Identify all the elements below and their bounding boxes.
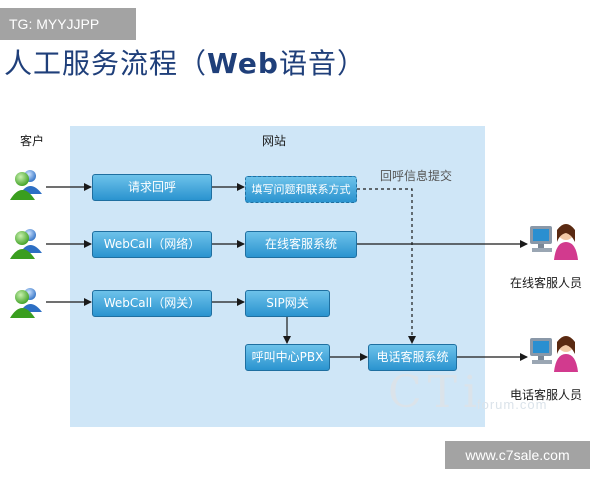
title-suffix: 语音）	[278, 47, 366, 80]
webcall-gateway-box: WebCall（网关）	[92, 290, 212, 317]
customer-icon-1	[10, 170, 42, 200]
callcenter-pbx-box: 呼叫中心PBX	[245, 344, 330, 371]
customer-label: 客户	[20, 134, 45, 148]
online-system-box: 在线客服系统	[245, 231, 357, 258]
online-agent-icon	[530, 224, 578, 260]
url-label: www.c7sale.com	[445, 441, 590, 469]
online-agent-label: 在线客服人员	[510, 276, 583, 290]
request-callback-box: 请求回呼	[92, 174, 212, 201]
watermark-cti: CTi	[388, 367, 484, 418]
fill-form-box: 填写问题和联系方式	[245, 176, 357, 203]
watermark-forum: forum.com	[477, 397, 548, 412]
website-label: 网站	[262, 134, 287, 148]
arrow-callback-submit	[357, 188, 416, 344]
callback-info-label: 回呼信息提交	[380, 169, 453, 183]
page-title: 人工服务流程（Web语音）	[4, 42, 366, 82]
customer-icon-3	[10, 288, 42, 318]
webcall-network-box: WebCall（网络）	[92, 231, 212, 258]
title-prefix: 人工服务流程（	[4, 47, 208, 80]
tag-label: TG: MYYJJPP	[0, 8, 136, 40]
phone-agent-label: 电话客服人员	[510, 388, 583, 402]
phone-system-box: 电话客服系统	[368, 344, 457, 371]
customer-icon-2	[10, 229, 42, 259]
title-web: Web	[207, 47, 279, 80]
sip-gateway-box: SIP网关	[245, 290, 330, 317]
phone-agent-icon	[530, 336, 578, 372]
